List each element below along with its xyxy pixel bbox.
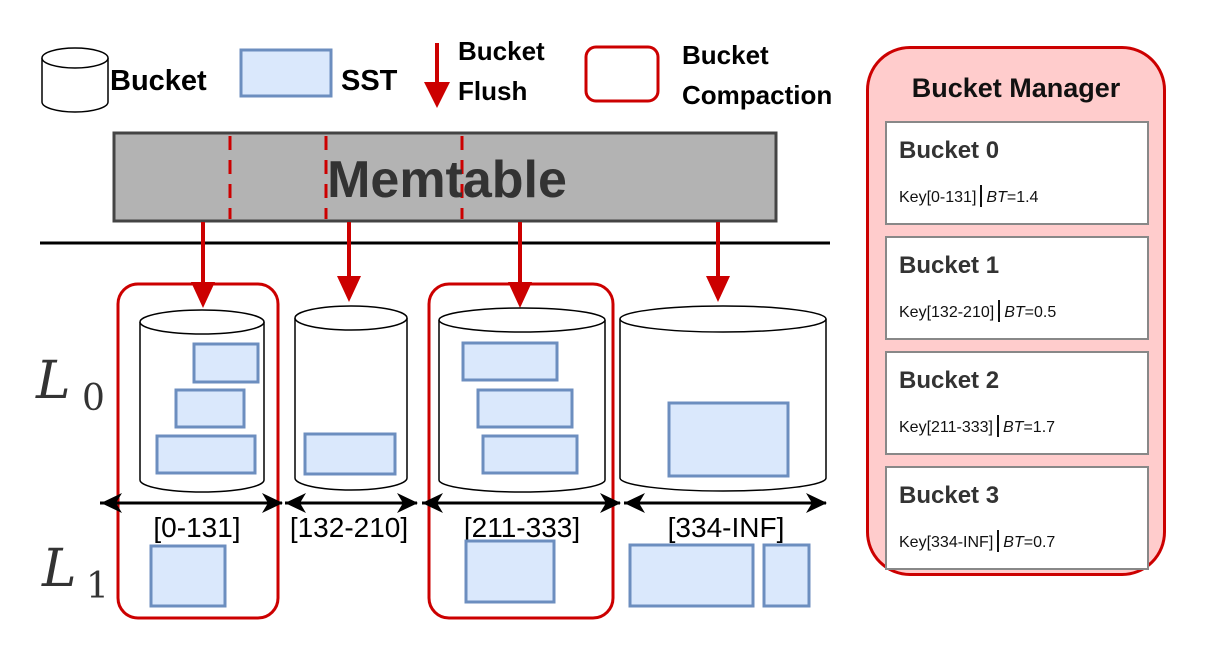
range-label-0: [0-131] [153,512,240,543]
bucket-card-title: Bucket 3 [899,482,1000,509]
l1-sst [628,543,755,608]
compaction-legend-icon [584,45,660,103]
l1-sst [149,544,227,608]
bucket-card-title: Bucket 2 [899,367,1000,394]
legend-sst-label: SST [341,65,398,97]
bt-value: =0.5 [1024,304,1057,322]
flush-arrow-legend-icon [424,43,450,108]
bucket-card-2: Bucket 2 Key[211-333] BT=1.7 [885,351,1149,455]
bucket-cylinder-1 [294,305,408,491]
range-arrow-0 [100,493,283,513]
bucket-cylinder-3 [619,305,827,492]
bucket-card-title: Bucket 1 [899,252,1000,279]
sst [481,434,579,475]
sst [174,388,246,429]
range-arrow-3 [624,493,827,513]
svg-text:L: L [41,539,77,599]
range-arrow-1 [285,493,418,513]
sst [461,341,559,382]
range-label-3: [334-INF] [668,512,785,543]
bucket-key-range: Key[211-333] [899,419,993,437]
separator [980,185,983,207]
bt-label: BT [986,189,1007,207]
l1-sst [464,539,556,604]
range-label-2: [211-333] [464,512,580,543]
flush-arrows [191,222,730,308]
legend-compaction-label-line2: Compaction [682,80,832,110]
bt-label: BT [1004,304,1025,322]
bucket-card-title: Bucket 0 [899,137,1000,164]
bt-value: =1.4 [1006,189,1039,207]
flush-arrow [337,222,361,302]
bucket-key-range: Key[132-210] [899,304,995,322]
flush-arrow [508,222,532,308]
legend-flush-label-line1: Bucket [458,36,545,66]
bt-label: BT [1003,534,1024,552]
bt-value: =0.7 [1023,534,1056,552]
legend-flush-label-line2: Flush [458,76,527,106]
bucket-card-1: Bucket 1 Key[132-210] BT=0.5 [885,236,1149,340]
bucket-card-info: Key[132-210] BT=0.5 [899,300,1057,324]
svg-text:0: 0 [82,378,105,419]
bt-value: =1.7 [1023,419,1056,437]
bucket-card-info: Key[334-INF] BT=0.7 [899,530,1056,554]
flush-arrow [706,222,730,302]
flush-arrow [191,222,215,308]
separator [997,530,1000,552]
bucket-cylinder-2 [438,307,606,493]
sst [667,401,790,478]
level-label-l1: L 1 [41,539,109,607]
legend-compaction-label-line1: Bucket [682,40,769,70]
key-range-arrows [100,493,827,513]
sst [303,432,397,476]
compaction-box-bucket-0 [116,282,280,620]
separator [997,415,999,437]
bucket-legend-icon [41,47,109,113]
level-label-l0: L 0 [35,351,105,419]
bucket-card-info: Key[0-131] BT=1.4 [899,185,1039,209]
sst-legend-icon [239,48,333,98]
sst [192,342,260,384]
bucket-manager-title: Bucket Manager [911,73,1121,103]
bucket-cylinder-0 [139,309,265,493]
memtable: Memtable [112,131,778,223]
bucket-card-0: Bucket 0 Key[0-131] BT=1.4 [885,121,1149,225]
separator [998,300,1001,322]
range-arrow-2 [422,493,621,513]
sst [155,434,257,475]
legend: Bucket SST Bucket Flush Bucket Compactio… [41,36,832,113]
compaction-box-bucket-2 [427,282,615,620]
memtable-label: Memtable [327,151,567,209]
bucket-key-range: Key[0-131] [899,189,977,207]
legend-bucket-label: Bucket [110,65,207,97]
svg-text:L: L [35,351,71,411]
bucket-manager-panel: Bucket Manager Bucket 0 Key[0-131]BT=1.4… [866,46,1166,576]
range-label-1: [132-210] [290,512,408,543]
l1-sst [762,543,811,608]
bucket-card-info: Key[211-333] BT=1.7 [899,415,1056,439]
bucket-card-3: Bucket 3 Key[334-INF] BT=0.7 [885,466,1149,570]
svg-text:1: 1 [86,566,109,607]
bucket-key-range: Key[334-INF] [899,534,994,552]
sst [476,388,574,429]
bt-label: BT [1003,419,1024,437]
